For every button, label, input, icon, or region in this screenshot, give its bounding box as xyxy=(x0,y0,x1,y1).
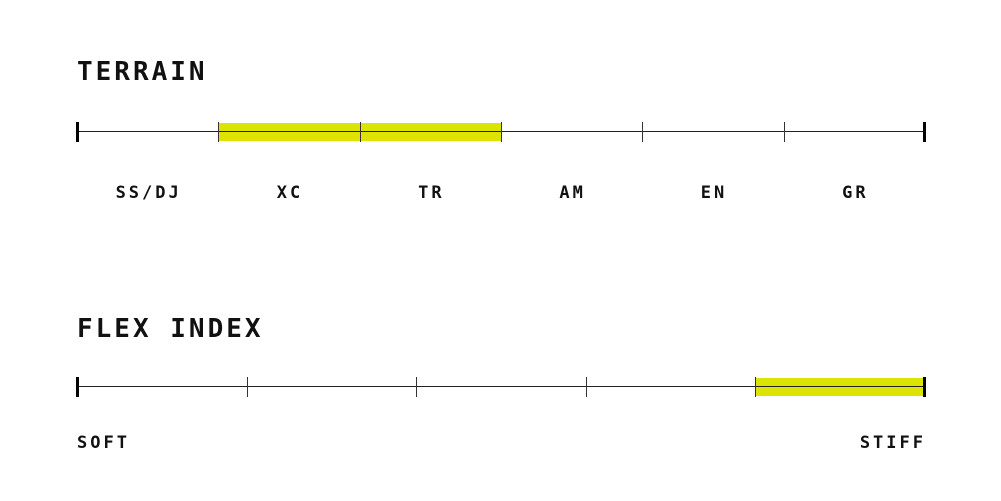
terrain-tick xyxy=(501,122,502,142)
terrain-category-label: AM xyxy=(559,183,586,203)
flex-end-cap xyxy=(923,377,926,397)
terrain-end-cap xyxy=(923,122,926,142)
terrain-tick xyxy=(783,122,785,142)
flex-tick xyxy=(585,377,587,397)
terrain-category-label: GR xyxy=(842,183,869,203)
flex-tick xyxy=(755,377,757,397)
flex-axis-line xyxy=(77,386,925,387)
terrain-tick xyxy=(642,122,644,142)
terrain-tick xyxy=(359,122,361,142)
terrain-tick xyxy=(218,122,220,142)
flex-max-label: STIFF xyxy=(859,433,926,453)
flex-highlight-segment xyxy=(755,378,925,396)
terrain-category-label: XC xyxy=(276,183,304,203)
flex-title: FLEX INDEX xyxy=(77,314,264,344)
flex-tick xyxy=(246,377,248,397)
flex-tick xyxy=(416,377,418,397)
terrain-category-label: TR xyxy=(418,183,445,203)
flex-min-label: SOFT xyxy=(77,433,130,453)
terrain-highlight-segment xyxy=(218,123,360,141)
flex-end-cap xyxy=(76,377,79,397)
terrain-highlight-segment xyxy=(359,123,501,141)
flex-scale xyxy=(76,377,926,397)
terrain-scale xyxy=(76,122,926,142)
terrain-category-label: EN xyxy=(700,183,728,203)
terrain-title: TERRAIN xyxy=(77,57,208,87)
terrain-category-label: SS/DJ xyxy=(115,183,182,203)
terrain-end-cap xyxy=(76,122,79,142)
